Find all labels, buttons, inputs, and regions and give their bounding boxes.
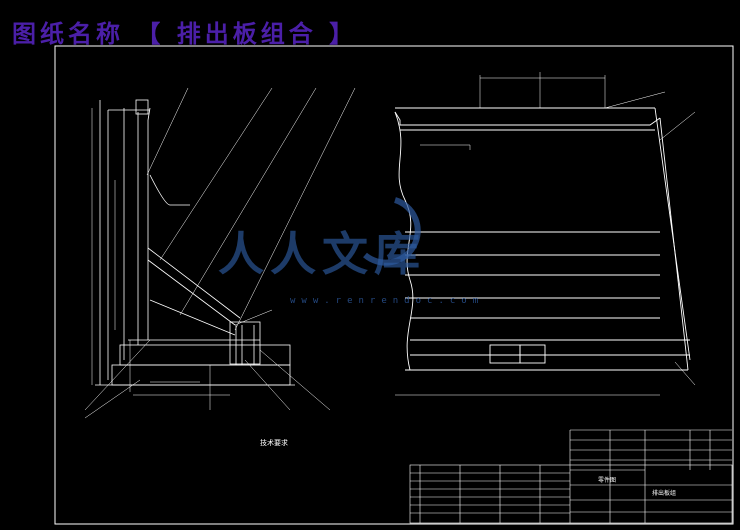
parts-drawing-label: 零件图: [598, 477, 617, 484]
drawing-title-banner: 图纸名称 【 排出板组合 】: [12, 14, 357, 49]
front-view: [394, 107, 691, 371]
drawing-title: 排出板组合: [176, 19, 317, 48]
watermark-logo-text: 人人文库: [218, 227, 426, 281]
title-prefix: 图纸名称: [12, 19, 124, 48]
title-bracket-close: 】: [329, 19, 358, 48]
side-view: [95, 99, 295, 386]
side-view-dimensions: [91, 108, 230, 396]
front-view-leaders: [604, 91, 696, 386]
drawing-border: [54, 45, 734, 525]
sheet-name: 排出板组: [652, 490, 677, 497]
front-view-dimensions: [395, 72, 660, 396]
tech-requirements-heading: 技术要求: [260, 439, 288, 447]
watermark-logo: [363, 197, 421, 266]
parts-list-table: [409, 429, 733, 524]
side-view-leaders: [84, 87, 356, 419]
watermark-url: www.renrendoc.com: [290, 296, 485, 306]
title-bracket-open: 【: [136, 19, 165, 48]
